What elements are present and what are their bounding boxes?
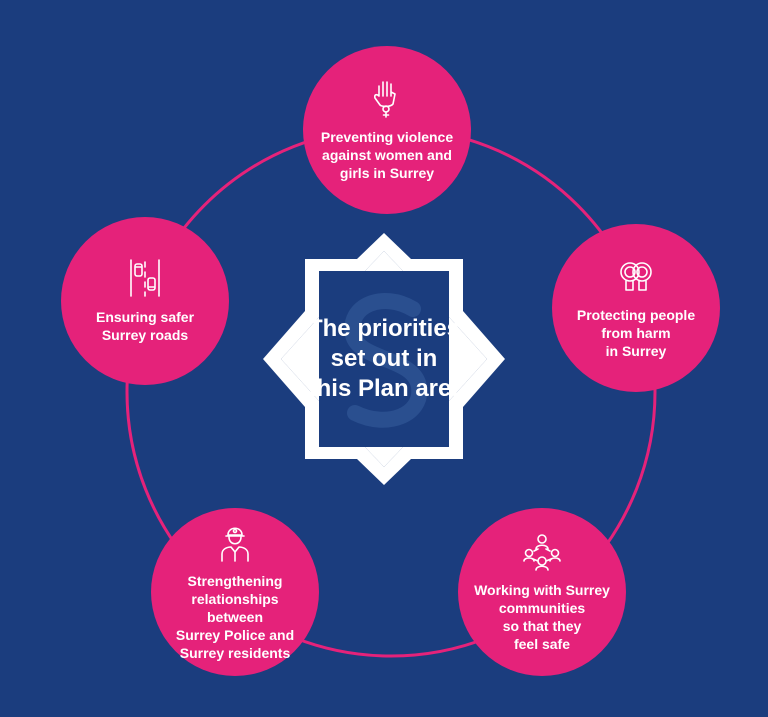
raised-hand-female-icon xyxy=(367,78,407,118)
priority-label: Strengthening relationships between Surr… xyxy=(175,573,295,661)
community-network-icon xyxy=(522,531,562,571)
priority-working-communities: Working with Surrey communities so that … xyxy=(458,508,626,676)
priority-safer-roads: Ensuring safer Surrey roads xyxy=(61,217,229,385)
priority-protecting-people: Protecting people from harm in Surrey xyxy=(552,224,720,392)
priority-label: Working with Surrey communities so that … xyxy=(474,582,610,652)
surrey-s-logo-icon xyxy=(344,293,428,428)
priority-label: Ensuring safer Surrey roads xyxy=(95,309,195,343)
priority-strengthening-relationships: Strengthening relationships between Surr… xyxy=(151,508,319,676)
road-cars-icon xyxy=(125,258,165,298)
priority-label: Preventing violence against women and gi… xyxy=(320,129,454,181)
priority-preventing-violence: Preventing violence against women and gi… xyxy=(303,46,471,214)
priority-label: Protecting people from harm in Surrey xyxy=(576,307,696,359)
star-shape xyxy=(263,233,505,485)
police-officer-icon xyxy=(215,522,255,562)
center-title: The priorities set out in this Plan are: xyxy=(307,315,461,402)
center-star: The priorities set out in this Plan are: xyxy=(263,233,505,485)
handcuffs-icon xyxy=(616,256,656,296)
